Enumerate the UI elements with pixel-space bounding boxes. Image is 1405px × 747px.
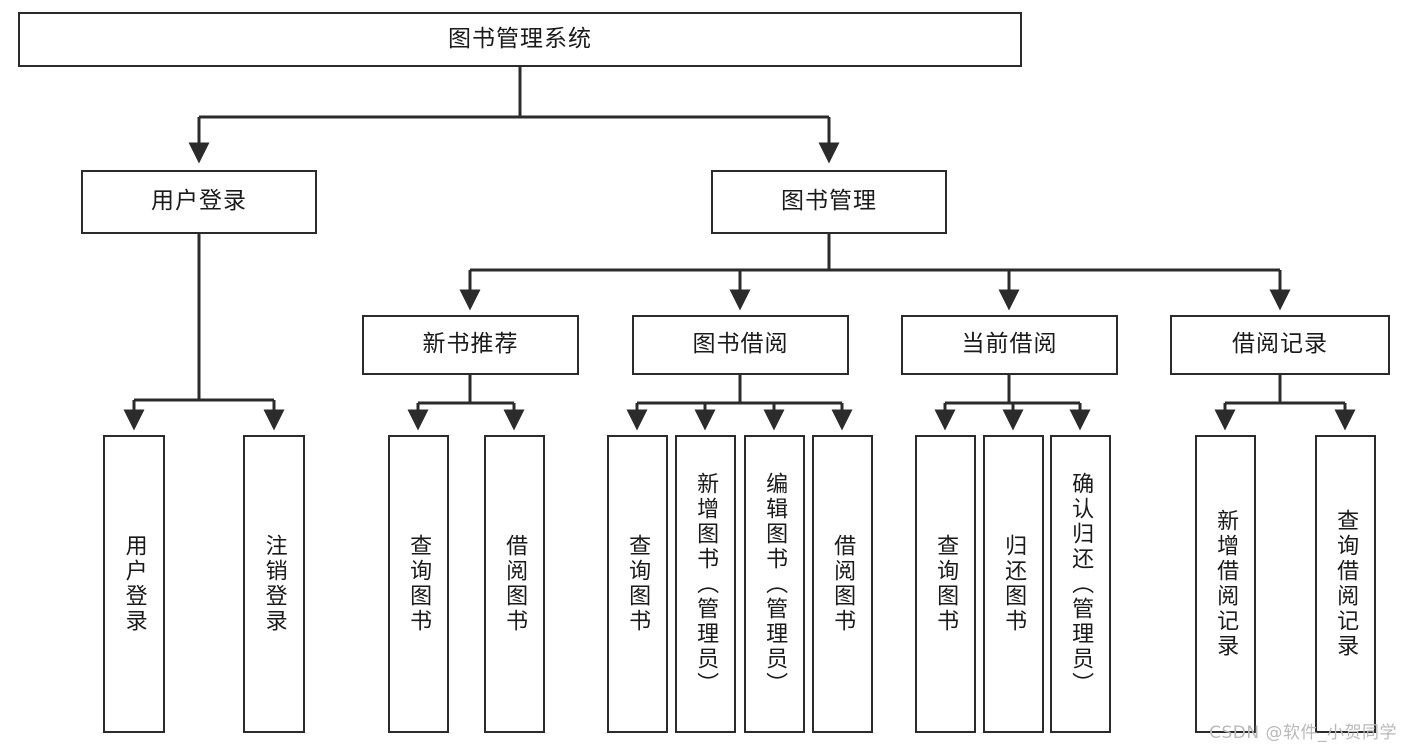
node-leaf-user-login-label: 用户登录 bbox=[121, 534, 147, 634]
node-leaf-record-query-label: 查询借阅记录 bbox=[1333, 509, 1359, 659]
node-leaf-user-login[interactable]: 用户登录 bbox=[103, 435, 165, 733]
node-root-label: 图书管理系统 bbox=[448, 25, 592, 52]
node-leaf-cur-query[interactable]: 查询图书 bbox=[915, 435, 976, 733]
node-borrow-record[interactable]: 借阅记录 bbox=[1170, 315, 1390, 375]
node-book-borrow[interactable]: 图书借阅 bbox=[632, 315, 849, 375]
node-leaf-record-query[interactable]: 查询借阅记录 bbox=[1315, 435, 1376, 733]
node-leaf-cur-return-label: 归还图书 bbox=[1001, 534, 1027, 634]
node-borrow-record-label: 借阅记录 bbox=[1232, 331, 1328, 358]
node-leaf-rec-query-label: 查询图书 bbox=[406, 534, 432, 634]
node-leaf-borrow-take[interactable]: 借阅图书 bbox=[812, 435, 873, 733]
node-current-borrow-label: 当前借阅 bbox=[961, 331, 1058, 358]
node-leaf-record-add-label: 新增借阅记录 bbox=[1213, 509, 1239, 659]
node-leaf-borrow-edit[interactable]: 编辑图书（管理员） bbox=[744, 435, 805, 733]
node-current-borrow[interactable]: 当前借阅 bbox=[901, 315, 1118, 375]
node-leaf-cur-confirm[interactable]: 确认归还（管理员） bbox=[1050, 435, 1111, 733]
node-leaf-rec-borrow-label: 借阅图书 bbox=[502, 534, 528, 634]
node-leaf-cur-confirm-label: 确认归还（管理员） bbox=[1068, 471, 1094, 697]
node-new-book-rec[interactable]: 新书推荐 bbox=[362, 315, 579, 375]
node-leaf-logout-label: 注销登录 bbox=[261, 534, 287, 634]
node-leaf-borrow-query-label: 查询图书 bbox=[625, 534, 651, 634]
node-leaf-cur-return[interactable]: 归还图书 bbox=[983, 435, 1044, 733]
node-user-login[interactable]: 用户登录 bbox=[81, 170, 317, 234]
node-leaf-borrow-edit-label: 编辑图书（管理员） bbox=[762, 471, 788, 697]
node-book-manage-label: 图书管理 bbox=[781, 188, 877, 215]
node-leaf-rec-query[interactable]: 查询图书 bbox=[388, 435, 449, 733]
node-leaf-borrow-add[interactable]: 新增图书（管理员） bbox=[675, 435, 736, 733]
node-leaf-borrow-query[interactable]: 查询图书 bbox=[607, 435, 668, 733]
node-book-manage[interactable]: 图书管理 bbox=[711, 170, 947, 234]
node-book-borrow-label: 图书借阅 bbox=[692, 331, 789, 358]
node-new-book-rec-label: 新书推荐 bbox=[422, 331, 519, 358]
node-leaf-borrow-add-label: 新增图书（管理员） bbox=[693, 471, 719, 697]
node-root[interactable]: 图书管理系统 bbox=[18, 12, 1022, 67]
node-leaf-logout[interactable]: 注销登录 bbox=[243, 435, 305, 733]
node-user-login-label: 用户登录 bbox=[151, 188, 247, 215]
node-leaf-record-add[interactable]: 新增借阅记录 bbox=[1195, 435, 1256, 733]
node-leaf-rec-borrow[interactable]: 借阅图书 bbox=[484, 435, 545, 733]
node-leaf-cur-query-label: 查询图书 bbox=[933, 534, 959, 634]
watermark: CSDN @软件_小贺同学 bbox=[1209, 723, 1397, 743]
node-leaf-borrow-take-label: 借阅图书 bbox=[830, 534, 856, 634]
